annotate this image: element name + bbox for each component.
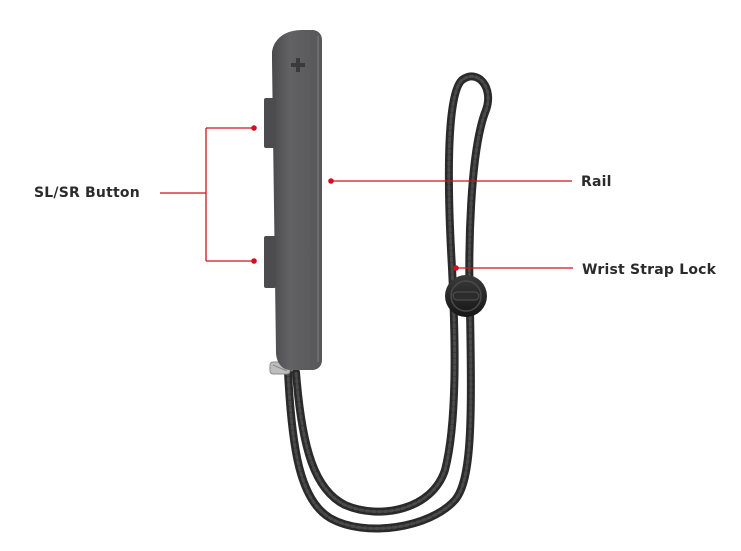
callout-lock <box>453 265 573 271</box>
wrist-strap-lock <box>445 275 487 317</box>
callout-sl-sr <box>160 125 257 264</box>
rail-label: Rail <box>581 174 612 190</box>
callout-dot-sl <box>251 125 257 131</box>
callout-dot-rail <box>328 178 334 184</box>
strap-cord <box>284 72 493 533</box>
strap-body <box>272 30 322 370</box>
plus-icon <box>291 58 305 72</box>
wrist-strap-lock-label: Wrist Strap Lock <box>582 262 717 278</box>
callout-rail <box>328 178 572 184</box>
sl-button <box>264 98 276 148</box>
callout-dot-sr <box>251 258 257 264</box>
sl-sr-button-label: SL/SR Button <box>34 185 140 201</box>
callout-dot-lock <box>453 265 459 271</box>
sr-button <box>264 236 276 288</box>
